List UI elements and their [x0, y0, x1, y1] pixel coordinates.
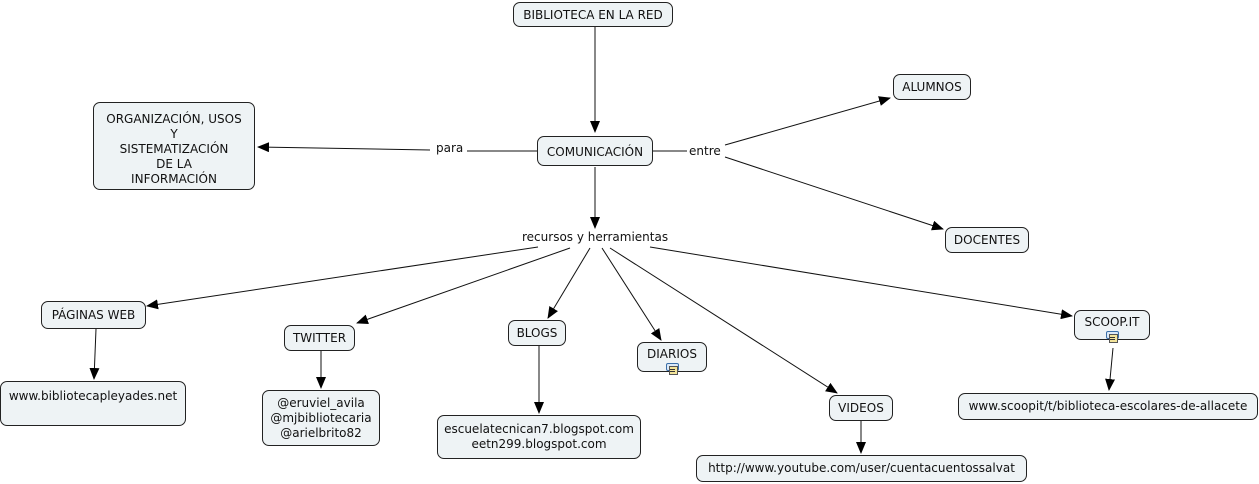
linking-phrase-para: para [434, 141, 466, 155]
link-recursos-to-paginas [146, 246, 539, 310]
node-scoopit-label: SCOOP.IT [1084, 315, 1140, 329]
node-central[interactable]: COMUNICACIÓN [537, 136, 653, 166]
node-scoopit[interactable]: SCOOP.IT [1074, 310, 1150, 343]
node-central-label: COMUNICACIÓN [546, 145, 644, 159]
resource-document-icon[interactable] [665, 363, 679, 375]
node-videos-label: VIDEOS [838, 401, 884, 415]
node-twitter-detail-label: @eruviel_avila @mjbibliotecaria @arielbr… [270, 396, 372, 440]
node-purpose-label: ORGANIZACIÓN, USOS Y SISTEMATIZACIÓN DE … [106, 112, 242, 186]
node-docentes-label: DOCENTES [953, 233, 1021, 247]
node-docentes[interactable]: DOCENTES [945, 227, 1029, 253]
node-alumnos-label: ALUMNOS [902, 80, 962, 94]
node-videos-detail[interactable]: http://www.youtube.com/user/cuentacuento… [696, 455, 1027, 482]
node-twitter-detail[interactable]: @eruviel_avila @mjbibliotecaria @arielbr… [262, 390, 380, 446]
node-paginas-web-label: PÁGINAS WEB [51, 308, 136, 322]
node-twitter[interactable]: TWITTER [284, 325, 355, 351]
link-paginas-to-detail [89, 328, 100, 380]
link-entre-to-docentes [724, 156, 944, 231]
node-scoopit-detail-label: www.scoopit/t/biblioteca-escolares-de-al… [968, 399, 1248, 413]
link-scoopit-to-detail [1105, 347, 1116, 391]
node-root[interactable]: BIBLIOTECA EN LA RED [513, 2, 673, 27]
link-recursos-to-twitter [356, 247, 571, 325]
node-scoopit-detail[interactable]: www.scoopit/t/biblioteca-escolares-de-al… [958, 393, 1258, 420]
link-recursos-to-videos [609, 247, 838, 394]
link-recursos-to-blogs [547, 247, 591, 319]
link-entre-to-alumnos [724, 96, 891, 146]
node-paginas-web[interactable]: PÁGINAS WEB [41, 301, 146, 329]
node-diarios[interactable]: DIARIOS [637, 342, 707, 375]
node-blogs-label: BLOGS [516, 326, 558, 340]
link-recursos-to-scoopit [649, 246, 1073, 320]
node-paginas-web-detail[interactable]: www.bibliotecapleyades.net [0, 381, 186, 426]
link-para-to-purpose [257, 142, 431, 153]
node-blogs-detail-label: escuelatecnican7.blogspot.com eetn299.bl… [444, 422, 634, 451]
resource-document-icon[interactable] [1105, 331, 1119, 343]
linking-phrase-entre: entre [687, 144, 723, 158]
node-diarios-label: DIARIOS [647, 347, 697, 361]
node-paginas-web-detail-label: www.bibliotecapleyades.net [8, 389, 178, 403]
node-videos[interactable]: VIDEOS [829, 395, 893, 421]
linking-phrase-recursos: recursos y herramientas [520, 230, 671, 244]
node-purpose[interactable]: ORGANIZACIÓN, USOS Y SISTEMATIZACIÓN DE … [93, 102, 255, 190]
node-blogs[interactable]: BLOGS [508, 320, 566, 346]
node-alumnos[interactable]: ALUMNOS [893, 74, 971, 100]
node-root-label: BIBLIOTECA EN LA RED [523, 8, 663, 22]
link-recursos-to-diarios [601, 247, 662, 341]
node-blogs-detail[interactable]: escuelatecnican7.blogspot.com eetn299.bl… [437, 415, 641, 459]
node-twitter-label: TWITTER [292, 331, 347, 345]
node-videos-detail-label: http://www.youtube.com/user/cuentacuento… [708, 461, 1015, 475]
